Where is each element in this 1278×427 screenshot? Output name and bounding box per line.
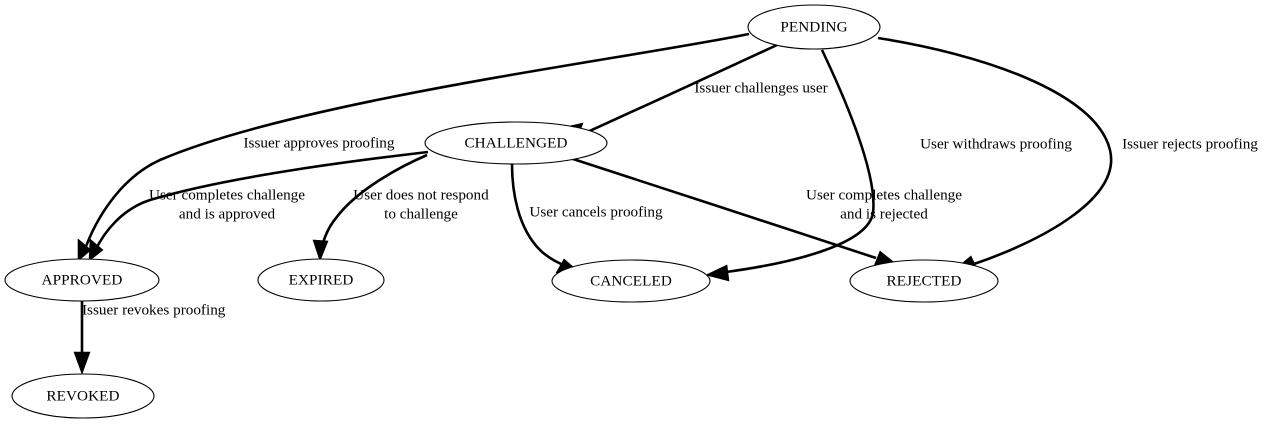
node-pending-label: PENDING [780,18,847,35]
edge-pending-approved[interactable]: Issuer approves proofing [77,32,750,262]
edge-pending-canceled-arrowhead [705,264,730,282]
edge-challenged-expired[interactable]: User does not respond to challenge [312,153,489,262]
node-revoked-label: REVOKED [46,387,119,404]
node-rejected[interactable]: REJECTED [849,259,999,303]
node-pending-shape [747,4,881,50]
edge-challenged-approved[interactable]: User completes challenge and is approved [88,150,429,262]
edge-challenged-canceled-label: User cancels proofing [529,203,663,220]
edge-pending-approved-label: Issuer approves proofing [244,134,395,151]
edge-pending-approved-path [82,32,750,253]
node-expired-label: EXPIRED [289,271,354,288]
edge-challenged-rejected-label-line2: and is rejected [840,205,928,222]
node-canceled-label: CANCELED [590,272,672,289]
edge-pending-challenged-label: Issuer challenges user [694,79,827,96]
node-pending[interactable]: PENDING [747,4,881,50]
node-challenged-label: CHALLENGED [464,134,567,151]
edge-challenged-rejected[interactable]: User completes challenge and is rejected [569,156,962,267]
node-revoked-shape [11,373,155,419]
edge-challenged-expired-arrowhead [312,239,329,262]
edge-challenged-approved-path [93,150,429,252]
node-approved-shape [4,258,160,302]
node-approved-label: APPROVED [42,271,123,288]
edge-approved-revoked-label: Issuer revokes proofing [82,301,226,318]
node-challenged-shape [424,121,608,165]
edge-challenged-expired-path [319,153,428,252]
node-approved[interactable]: APPROVED [4,258,160,302]
node-expired-shape [257,258,385,302]
node-rejected-shape [849,259,999,303]
node-challenged[interactable]: CHALLENGED [424,121,608,165]
edge-pending-canceled-path [725,49,875,274]
edge-pending-canceled[interactable]: User withdraws proofing [705,49,1072,282]
node-canceled-shape [551,259,711,303]
edge-challenged-rejected-label-line1: User completes challenge [806,186,962,203]
edge-challenged-canceled-path [510,163,569,269]
edge-challenged-expired-label-line2: to challenge [384,205,458,222]
edge-pending-approved-arrowhead [77,238,92,262]
edge-approved-revoked-arrowhead [73,351,91,375]
edge-pending-rejected-label: Issuer rejects proofing [1122,135,1258,152]
edge-pending-challenged-path [582,43,778,136]
node-expired[interactable]: EXPIRED [257,258,385,302]
node-canceled[interactable]: CANCELED [551,259,711,303]
edge-challenged-approved-arrowhead [88,238,104,262]
edge-challenged-approved-label-line2: and is approved [179,205,276,222]
edge-challenged-approved-label-line1: User completes challenge [149,186,305,203]
edge-pending-canceled-label: User withdraws proofing [920,135,1072,152]
node-revoked[interactable]: REVOKED [11,373,155,419]
edge-challenged-rejected-path [569,156,877,260]
edge-pending-rejected[interactable]: Issuer rejects proofing [877,36,1258,272]
edge-approved-revoked[interactable]: Issuer revokes proofing [73,301,226,375]
node-rejected-label: REJECTED [886,272,961,289]
edge-pending-rejected-path [877,36,1113,266]
edge-challenged-expired-label-line1: User does not respond [353,186,489,203]
